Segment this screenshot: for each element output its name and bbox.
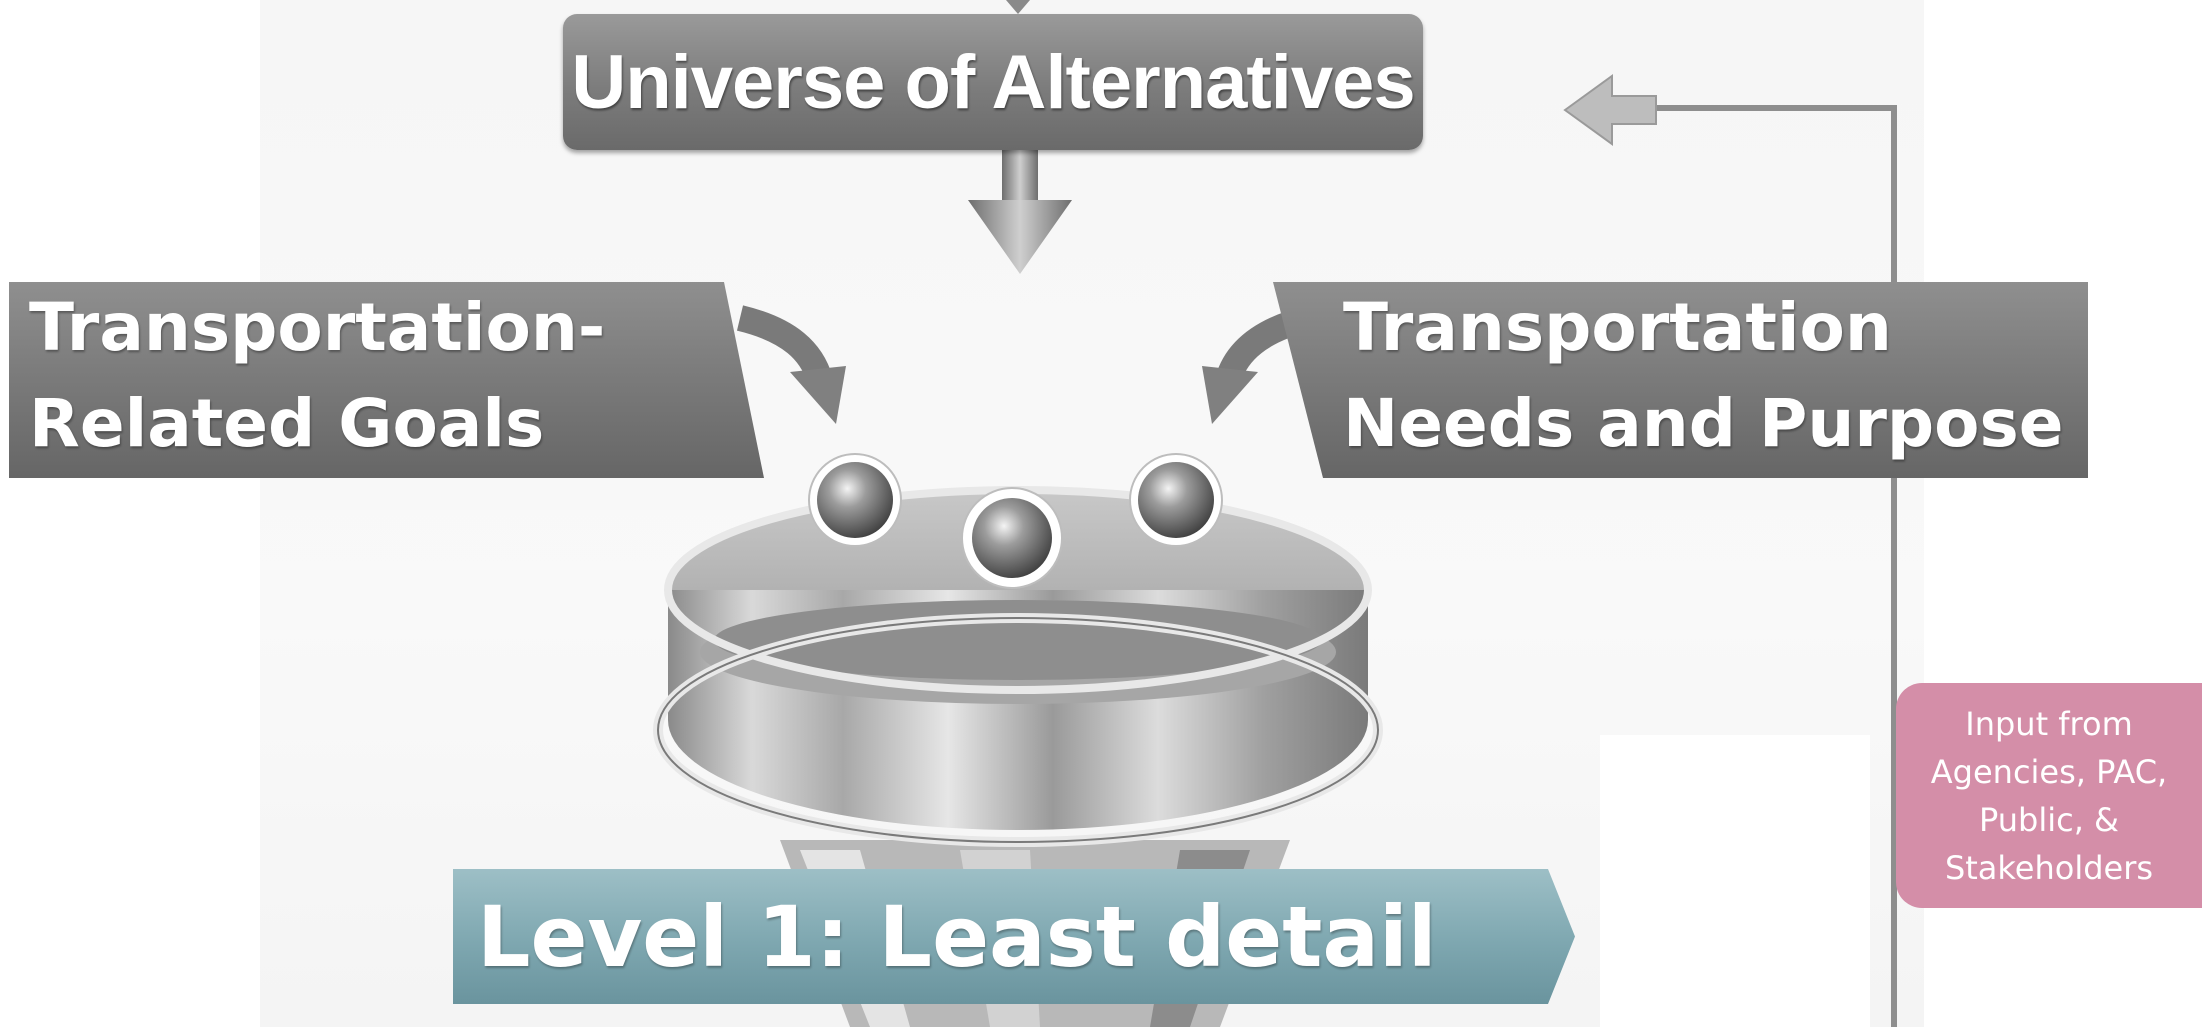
- input-line1: Input from: [1965, 704, 2133, 743]
- input-line3: Public, &: [1979, 800, 2119, 839]
- down-arrow-icon: [968, 150, 1072, 274]
- goals-label-line2: Related Goals: [29, 385, 545, 462]
- transportation-related-goals-box: Transportation- Related Goals: [9, 282, 764, 478]
- ball-icon: [1129, 453, 1223, 547]
- top-arrow-tip-icon: [1006, 0, 1030, 14]
- level-1-label: Level 1: Least detail: [477, 887, 1437, 986]
- input-line4: Stakeholders: [1944, 848, 2154, 887]
- input-line2: Agencies, PAC,: [1930, 752, 2168, 791]
- ball-icon: [808, 453, 902, 547]
- background-cutout: [1600, 735, 1870, 1027]
- needs-label-line2: Needs and Purpose: [1343, 385, 2064, 462]
- needs-label-line1: Transportation: [1343, 289, 1892, 366]
- universe-of-alternatives-label: Universe of Alternatives: [571, 39, 1415, 125]
- universe-of-alternatives-box: Universe of Alternatives: [563, 14, 1423, 150]
- needs-and-purpose-box: Transportation Needs and Purpose: [1273, 282, 2088, 478]
- curved-arrow-left-icon: [736, 305, 846, 424]
- goals-label-line1: Transportation-: [29, 289, 606, 366]
- stakeholder-input-box: Input from Agencies, PAC, Public, & Stak…: [1896, 683, 2202, 908]
- feedback-line: [1650, 105, 1897, 1027]
- ball-icon: [961, 487, 1063, 589]
- left-arrow-icon: [1563, 74, 1657, 146]
- level-1-banner: Level 1: Least detail: [453, 869, 1575, 1004]
